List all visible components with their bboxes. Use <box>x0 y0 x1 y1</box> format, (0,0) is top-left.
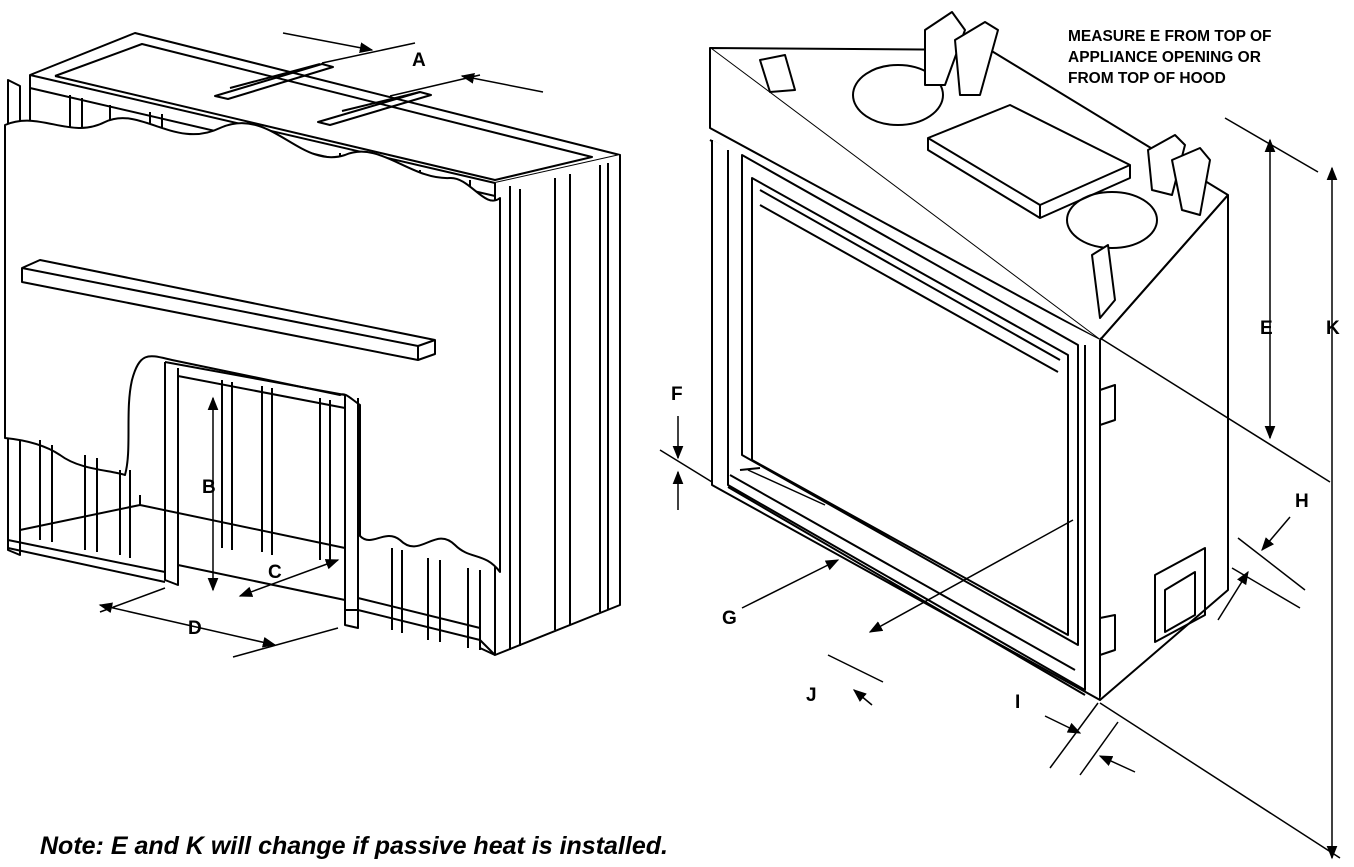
fireplace-dimension-lines <box>659 117 1341 860</box>
label-b: B <box>202 477 216 498</box>
fireplace-appliance <box>709 11 1229 701</box>
footnote: Note: E and K will change if passive hea… <box>40 832 668 860</box>
label-i: I <box>1015 692 1020 713</box>
label-g: G <box>722 608 737 629</box>
label-d: D <box>188 618 202 639</box>
label-c: C <box>268 562 282 583</box>
label-f: F <box>671 384 683 405</box>
label-h: H <box>1295 491 1309 512</box>
label-a: A <box>412 50 426 71</box>
label-j: J <box>806 685 817 706</box>
label-e: E <box>1260 318 1273 339</box>
label-k: K <box>1326 318 1340 339</box>
measure-e-note: MEASURE E FROM TOP OF APPLIANCE OPENING … <box>1068 28 1272 87</box>
framing-dimension-lines <box>98 32 544 658</box>
framing-enclosure <box>4 32 621 656</box>
